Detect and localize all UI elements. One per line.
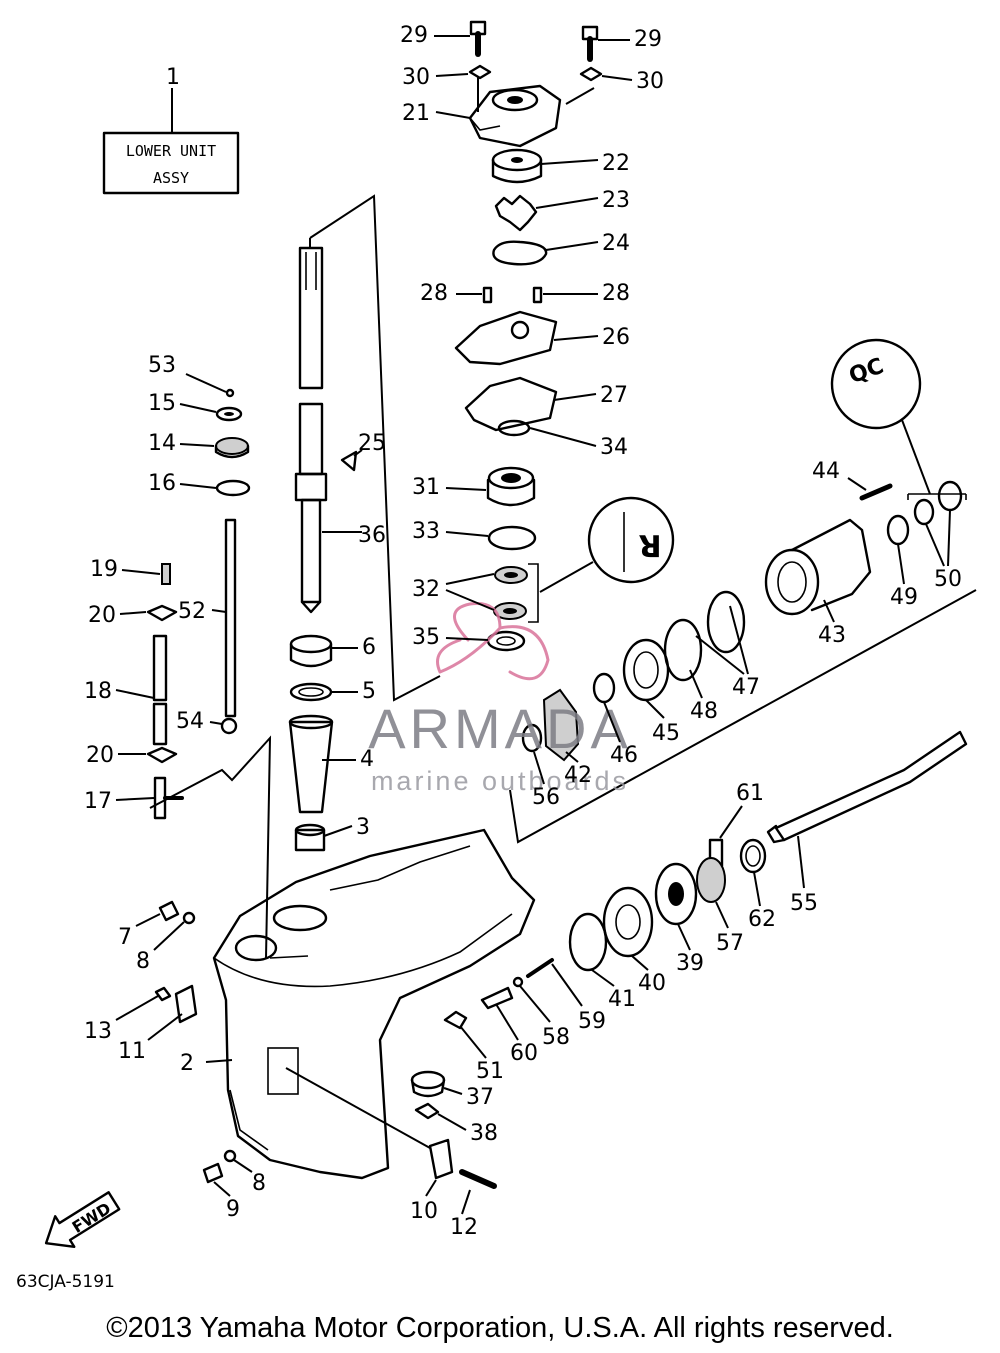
- callout-50: 50: [934, 567, 962, 592]
- callout-7: 7: [118, 925, 132, 950]
- bearing-housing-group: QC: [521, 338, 967, 762]
- callout-24: 24: [602, 231, 630, 256]
- callout-30a: 30: [402, 65, 430, 90]
- armada-watermark: ARMADA marine outboards: [368, 602, 632, 796]
- callout-36: 36: [358, 523, 386, 548]
- callout-31: 31: [412, 475, 440, 500]
- callout-23: 23: [602, 188, 630, 213]
- callout-labels: 1 2 3 4 5 6 7 8 8 9 10 11 12 13 14 15 16…: [84, 23, 962, 1240]
- assy-box-line2: ASSY: [153, 169, 189, 187]
- assembly-frame-lines: [149, 194, 977, 959]
- callout-56: 56: [532, 785, 560, 810]
- callout-35: 35: [412, 625, 440, 650]
- callout-21: 21: [402, 101, 430, 126]
- callout-39: 39: [676, 951, 704, 976]
- callout-45: 45: [652, 721, 680, 746]
- callout-16: 16: [148, 471, 176, 496]
- diagram-code: 63CJA-5191: [16, 1272, 115, 1292]
- callout-5: 5: [362, 679, 376, 704]
- callout-29b: 29: [634, 27, 662, 52]
- callout-26: 26: [602, 325, 630, 350]
- callout-42: 42: [564, 763, 592, 788]
- case-hardware: [154, 900, 497, 1189]
- callout-4: 4: [360, 747, 374, 772]
- callout-17: 17: [84, 789, 112, 814]
- callout-32: 32: [412, 577, 440, 602]
- callout-29a: 29: [400, 23, 428, 48]
- callout-46: 46: [610, 743, 638, 768]
- callout-1: 1: [166, 65, 180, 90]
- propeller-shaft-group: [480, 730, 968, 1010]
- shift-rod-group: [146, 388, 251, 820]
- callout-43: 43: [818, 623, 846, 648]
- gear-case: [212, 828, 536, 1180]
- callout-59: 59: [578, 1009, 606, 1034]
- callout-8b: 8: [252, 1171, 266, 1196]
- callout-27: 27: [600, 383, 628, 408]
- callout-61: 61: [736, 781, 764, 806]
- callout-30b: 30: [636, 69, 664, 94]
- callout-34: 34: [600, 435, 628, 460]
- watermark-brand: ARMADA: [368, 697, 632, 760]
- callout-58: 58: [542, 1025, 570, 1050]
- callout-52: 52: [178, 599, 206, 624]
- callout-44: 44: [812, 459, 840, 484]
- callout-51: 51: [476, 1059, 504, 1084]
- callout-11: 11: [118, 1039, 146, 1064]
- callout-28b: 28: [602, 281, 630, 306]
- assy-box-line1: LOWER UNIT: [126, 142, 216, 160]
- callout-22: 22: [602, 151, 630, 176]
- qc-callout-text: QC: [846, 354, 887, 389]
- callout-57: 57: [716, 931, 744, 956]
- callout-3: 3: [356, 815, 370, 840]
- callout-19: 19: [90, 557, 118, 582]
- callout-33: 33: [412, 519, 440, 544]
- callout-25: 25: [358, 431, 386, 456]
- callout-8a: 8: [136, 949, 150, 974]
- water-pump-group: R: [454, 20, 675, 652]
- callout-2: 2: [180, 1051, 194, 1076]
- copyright-notice: ©2013 Yamaha Motor Corporation, U.S.A. A…: [106, 1312, 894, 1344]
- callout-15: 15: [148, 391, 176, 416]
- callout-54: 54: [176, 709, 204, 734]
- callout-41: 41: [608, 987, 636, 1012]
- callout-20b: 20: [86, 743, 114, 768]
- drive-shaft-group: [288, 246, 362, 852]
- watermark-tagline: marine outboards: [371, 766, 629, 796]
- callout-40: 40: [638, 971, 666, 996]
- callout-37: 37: [466, 1085, 494, 1110]
- fwd-arrow: FWD: [44, 1191, 121, 1249]
- callout-28a: 28: [420, 281, 448, 306]
- callout-18: 18: [84, 679, 112, 704]
- callout-13: 13: [84, 1019, 112, 1044]
- callout-53: 53: [148, 353, 176, 378]
- callout-60: 60: [510, 1041, 538, 1066]
- callout-48: 48: [690, 699, 718, 724]
- r-callout-text: R: [638, 527, 661, 562]
- callout-20a: 20: [88, 603, 116, 628]
- callout-6: 6: [362, 635, 376, 660]
- callout-55: 55: [790, 891, 818, 916]
- callout-49: 49: [890, 585, 918, 610]
- callout-62: 62: [748, 907, 776, 932]
- callout-10: 10: [410, 1199, 438, 1224]
- callout-38: 38: [470, 1121, 498, 1146]
- callout-12: 12: [450, 1215, 478, 1240]
- callout-47: 47: [732, 675, 760, 700]
- callout-14: 14: [148, 431, 176, 456]
- callout-9: 9: [226, 1197, 240, 1222]
- lower-unit-assy-box: LOWER UNIT ASSY: [102, 88, 240, 195]
